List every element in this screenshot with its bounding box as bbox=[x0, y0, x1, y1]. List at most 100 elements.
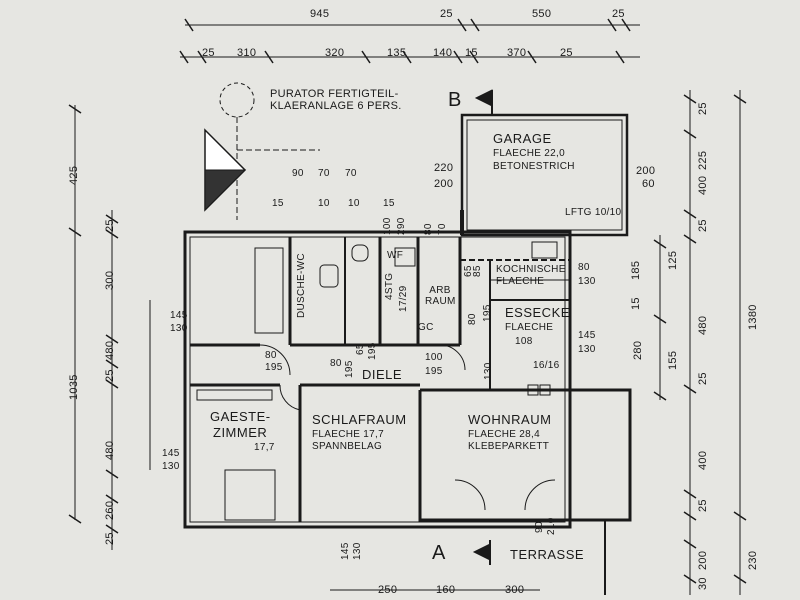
dim: 480 bbox=[104, 340, 116, 360]
dim: 130 bbox=[578, 344, 596, 355]
dim: 195 bbox=[367, 342, 378, 360]
dim: 90 bbox=[534, 521, 545, 533]
dim: 130 bbox=[483, 362, 494, 380]
garage-floor: BETONESTRICH bbox=[493, 161, 575, 172]
dim: 230 bbox=[747, 550, 759, 570]
dim: 1035 bbox=[68, 374, 80, 400]
dim: 125 bbox=[667, 250, 679, 270]
dim: 280 bbox=[632, 340, 644, 360]
dim: 16/16 bbox=[533, 360, 560, 371]
dim: 1380 bbox=[747, 304, 759, 330]
schlafraum-name: SCHLAFRAUM bbox=[312, 412, 407, 427]
gc-label: GC bbox=[418, 322, 434, 333]
dim-25b: 25 bbox=[612, 8, 625, 20]
dim: 400 bbox=[697, 450, 709, 470]
essecke-area: FLAECHE bbox=[505, 322, 554, 333]
dim: 160 bbox=[436, 584, 456, 596]
dim: 320 bbox=[325, 47, 345, 59]
wohnraum-area: FLAECHE 28,4 bbox=[468, 429, 540, 440]
schlafraum-floor: SPANNBELAG bbox=[312, 441, 383, 452]
klaeranlage-label-1: PURATOR FERTIGTEIL- bbox=[270, 88, 399, 100]
gaeste-line1: GAESTE- bbox=[210, 409, 271, 424]
dim: 480 bbox=[697, 315, 709, 335]
dim-945: 945 bbox=[310, 8, 330, 20]
dim: 200 bbox=[697, 550, 709, 570]
diele-label: DIELE bbox=[362, 367, 403, 382]
dim: 195 bbox=[482, 304, 493, 322]
dim: 210 bbox=[546, 517, 557, 535]
stair-label-2: 17/29 bbox=[398, 285, 409, 312]
dim: 185 bbox=[630, 260, 642, 280]
dim: 25 bbox=[697, 499, 709, 512]
dim: 130 bbox=[162, 461, 180, 472]
dim: 195 bbox=[344, 360, 355, 378]
dim: 10 bbox=[348, 198, 360, 209]
dim: 80 bbox=[265, 350, 277, 361]
dim: 100 bbox=[425, 352, 443, 363]
garage-area: FLAECHE 22,0 bbox=[493, 148, 565, 159]
dim: 70 bbox=[318, 168, 330, 179]
dim: 300 bbox=[505, 584, 525, 596]
dim: 145 bbox=[340, 542, 351, 560]
stair-label-1: 4STG bbox=[384, 272, 395, 300]
dim-25a: 25 bbox=[440, 8, 453, 20]
garage-walls bbox=[460, 113, 629, 237]
lftg-label: LFTG 10/10 bbox=[565, 207, 622, 218]
dim: 130 bbox=[578, 276, 596, 287]
dusche-wc-label: DUSCHE-WC bbox=[296, 253, 307, 318]
dim: 225 bbox=[697, 150, 709, 170]
gaeste-area: 17,7 bbox=[254, 442, 275, 453]
dim: 25 bbox=[104, 532, 116, 545]
dim: 400 bbox=[697, 175, 709, 195]
dim: 145 bbox=[578, 330, 596, 341]
garage-name: GARAGE bbox=[493, 131, 552, 146]
dim: 100 bbox=[382, 217, 393, 235]
dim: 195 bbox=[265, 362, 283, 373]
dim: 25 bbox=[104, 369, 116, 382]
house-outer-wall bbox=[183, 230, 572, 529]
dim: 195 bbox=[425, 366, 443, 377]
dim: 300 bbox=[104, 270, 116, 290]
essecke-value: 108 bbox=[515, 336, 533, 347]
dim-550: 550 bbox=[532, 8, 552, 20]
dim: 90 bbox=[292, 168, 304, 179]
dim: 140 bbox=[433, 47, 453, 59]
garage-right-w: 200 bbox=[636, 165, 656, 177]
dim: 65 bbox=[355, 343, 366, 355]
dim: 25 bbox=[560, 47, 573, 59]
dim: 260 bbox=[104, 500, 116, 520]
dim: 15 bbox=[272, 198, 284, 209]
dim: 70 bbox=[437, 223, 448, 235]
dim: 480 bbox=[104, 440, 116, 460]
dim: 25 bbox=[697, 102, 709, 115]
dim: 15 bbox=[383, 198, 395, 209]
dim: 15 bbox=[630, 297, 642, 310]
dim: 10 bbox=[318, 198, 330, 209]
wf-label: WF bbox=[387, 250, 404, 261]
dim: 80 bbox=[423, 223, 434, 235]
dim: 30 bbox=[697, 577, 709, 590]
dim: 310 bbox=[237, 47, 257, 59]
garage-opening-h: 200 bbox=[434, 178, 454, 190]
essecke-name: ESSECKE bbox=[505, 305, 570, 320]
dim: 130 bbox=[170, 323, 188, 334]
dim: 15 bbox=[465, 47, 478, 59]
wohnraum-floor: KLEBEPARKETT bbox=[468, 441, 550, 452]
dim: 25 bbox=[202, 47, 215, 59]
garage-right-h: 60 bbox=[642, 178, 655, 190]
dim: 155 bbox=[667, 350, 679, 370]
wohnraum-name: WOHNRAUM bbox=[468, 412, 552, 427]
dim: 290 bbox=[396, 217, 407, 235]
dim: 250 bbox=[378, 584, 398, 596]
dim: 425 bbox=[68, 165, 80, 185]
kochnische-area: FLAECHE bbox=[496, 276, 545, 287]
dim: 135 bbox=[387, 47, 407, 59]
dim: 80 bbox=[330, 358, 342, 369]
dim: 70 bbox=[345, 168, 357, 179]
klaeranlage-label-2: KLAERANLAGE 6 PERS. bbox=[270, 100, 402, 112]
dim: 85 bbox=[472, 265, 483, 277]
arb-raum-label: ARB RAUM bbox=[425, 285, 456, 307]
dim: 80 bbox=[467, 313, 478, 325]
bed-fixture bbox=[254, 247, 284, 334]
